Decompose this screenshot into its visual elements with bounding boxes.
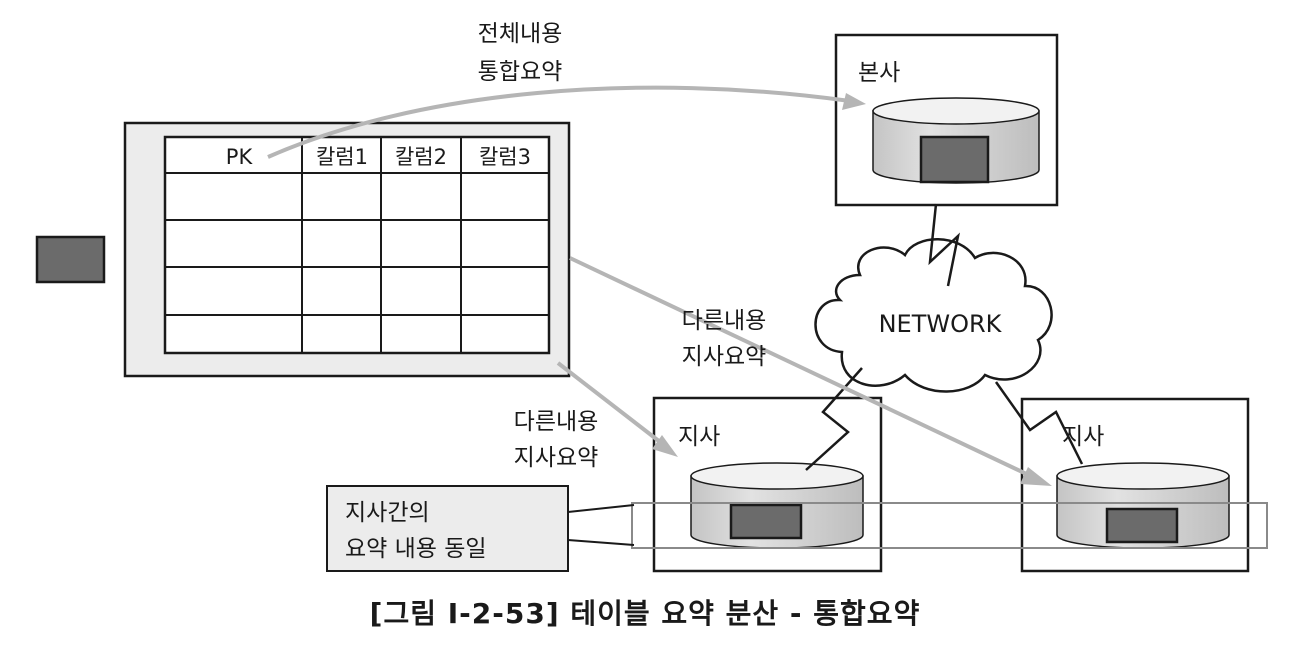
table-grid (163, 135, 551, 355)
integrated-summary-label-line1: 전체내용 (478, 21, 563, 47)
network-cloud: NETWORK (814, 238, 1053, 393)
note-line2: 요약 내용 동일 (345, 536, 487, 562)
diff-summary-upper-line1: 다른내용 (682, 308, 767, 334)
hq-network-link (928, 203, 960, 287)
branch-right-network-link (994, 381, 1084, 465)
network-label: NETWORK (879, 310, 1003, 338)
same-content-note: 지사간의 요약 내용 동일 (326, 485, 635, 572)
branch-left-node: 지사 (652, 396, 883, 573)
hq-label: 본사 (858, 60, 900, 86)
branch-right-summary-arrow (569, 256, 1052, 486)
branch-left-database-icon (690, 462, 864, 549)
integrated-summary-label-line2: 통합요약 (478, 59, 563, 85)
hq-database-icon (872, 97, 1040, 184)
diff-summary-lower-line1: 다른내용 (514, 409, 599, 435)
integrated-summary-arrow (267, 85, 866, 159)
table-lines (165, 137, 549, 353)
table-header-col2: 칼럼2 (395, 145, 447, 169)
table-panel: PK 칼럼1 칼럼2 칼럼3 (123, 121, 571, 378)
figure-caption: [그림 Ⅰ-2-53] 테이블 요약 분산 - 통합요약 (370, 597, 921, 630)
table-header-pk: PK (226, 145, 254, 169)
branch-left-network-link (805, 367, 863, 471)
branch-left-label: 지사 (678, 424, 720, 450)
branch-left-summary-arrow (556, 361, 678, 457)
branch-right-node: 지사 (1020, 397, 1250, 573)
diff-summary-upper-line2: 지사요약 (682, 344, 767, 370)
standalone-block (35, 235, 106, 284)
branch-right-database-icon (1056, 462, 1230, 549)
hq-node: 본사 (834, 33, 1059, 207)
table-header-col1: 칼럼1 (316, 145, 368, 169)
diff-summary-lower-line2: 지사요약 (514, 445, 599, 471)
note-box (326, 485, 569, 572)
table-header-col3: 칼럼3 (479, 145, 531, 169)
same-content-highlight (631, 502, 1268, 549)
note-line1: 지사간의 (345, 500, 430, 526)
